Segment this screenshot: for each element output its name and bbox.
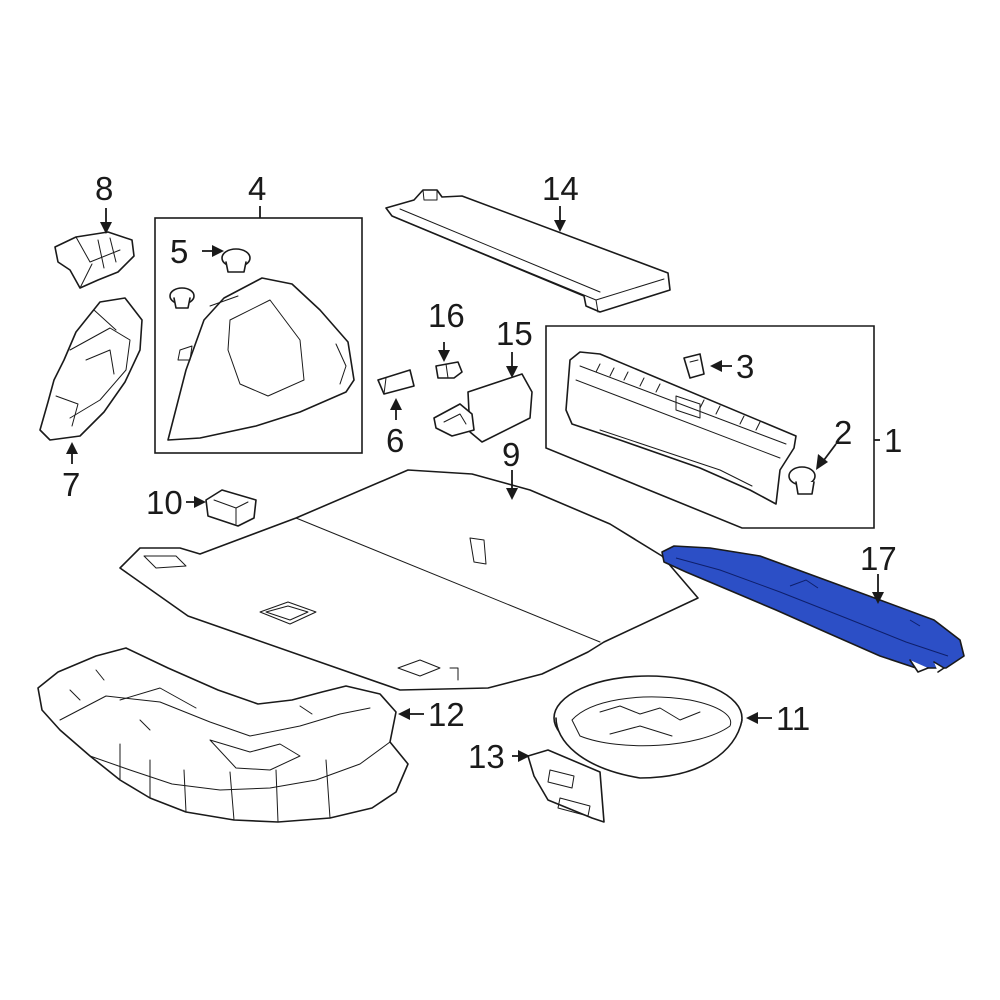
callout-9: 9 <box>502 436 520 473</box>
callout-6: 6 <box>386 422 404 459</box>
part-11-tire-tub[interactable] <box>553 675 743 779</box>
part-12-storage-tray[interactable] <box>37 647 409 823</box>
part-6-retainer[interactable] <box>377 369 415 395</box>
part-9-load-floor[interactable] <box>119 469 699 691</box>
callout-5: 5 <box>170 233 188 270</box>
callout-14: 14 <box>542 170 579 207</box>
callout-2: 2 <box>834 414 852 451</box>
part-5-push-pin[interactable] <box>169 248 251 309</box>
part-4-group-box <box>154 217 363 454</box>
callout-8: 8 <box>95 170 113 207</box>
part-17-trim-panel[interactable] <box>661 545 965 673</box>
part-10-tray[interactable] <box>205 489 257 527</box>
part-13-panel[interactable] <box>527 749 605 823</box>
callout-13: 13 <box>468 738 505 775</box>
callout-10: 10 <box>146 484 183 521</box>
callout-leaders <box>66 206 884 762</box>
callout-3: 3 <box>736 348 754 385</box>
callout-12: 12 <box>428 696 465 733</box>
callout-4: 4 <box>248 170 266 207</box>
callout-15: 15 <box>496 315 533 352</box>
part-16-clip[interactable] <box>435 361 463 379</box>
part-2-push-pin[interactable] <box>788 466 816 495</box>
part-7-side-panel[interactable] <box>39 297 143 441</box>
part-1-group-box <box>545 325 875 529</box>
part-1-sill-plate[interactable] <box>565 351 797 505</box>
callout-1: 1 <box>884 422 902 459</box>
part-8-bracket[interactable] <box>54 231 135 289</box>
part-15-hook[interactable] <box>433 373 533 443</box>
callout-16: 16 <box>428 297 465 334</box>
callout-11: 11 <box>776 700 810 737</box>
callout-7: 7 <box>62 466 80 503</box>
callout-labels: 8 4 5 7 16 15 6 14 3 2 1 9 10 17 12 11 1… <box>62 170 902 775</box>
part-14-cargo-cover[interactable] <box>385 189 671 313</box>
part-4-quarter-trim[interactable] <box>167 277 355 441</box>
part-3-clip[interactable] <box>683 353 705 379</box>
callout-17: 17 <box>860 540 897 577</box>
